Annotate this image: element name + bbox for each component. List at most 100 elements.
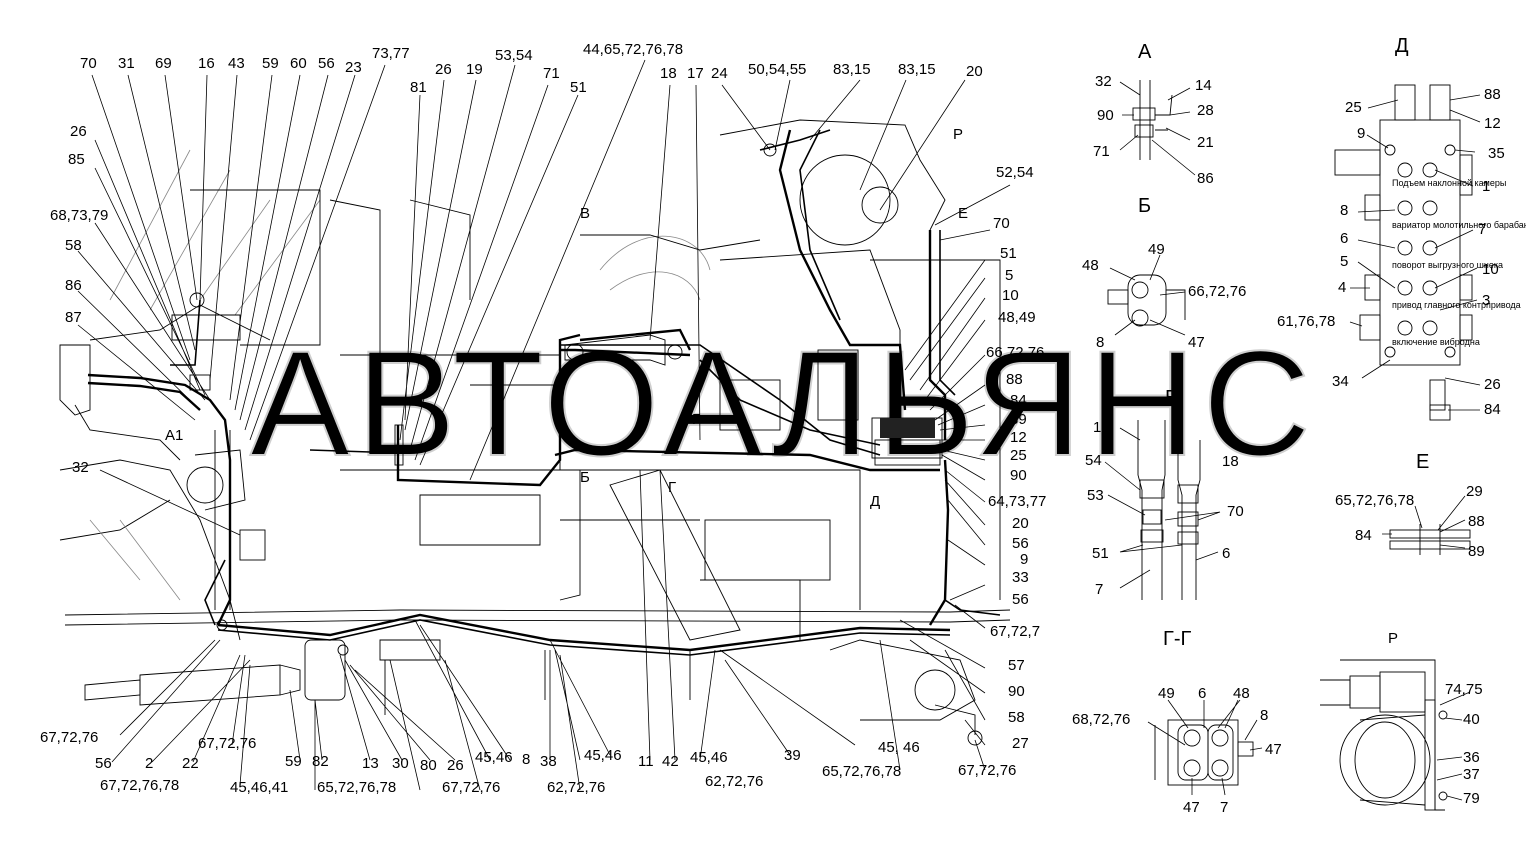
main-label: 67,72,76 — [198, 735, 256, 752]
view-b-label: 47 — [1188, 334, 1205, 351]
main-label: 31 — [118, 55, 135, 72]
main-label: 38 — [540, 753, 557, 770]
main-label: 39 — [784, 747, 801, 764]
main-label: 45,46 — [690, 749, 728, 766]
main-label: 53,54 — [495, 47, 533, 64]
view-gg-label: 8 — [1260, 707, 1268, 724]
main-label: 22 — [182, 755, 199, 772]
view-v-label: 70 — [1227, 503, 1244, 520]
main-label: 67,72,76,78 — [100, 777, 179, 794]
main-label: В — [580, 205, 590, 222]
main-label: Е — [958, 205, 968, 222]
view-b-label: 8 — [1096, 334, 1104, 351]
main-label: 62,72,76 — [547, 779, 605, 796]
main-label: 45,46,41 — [230, 779, 288, 796]
main-label: 73,77 — [372, 45, 410, 62]
view-r-label: 37 — [1463, 766, 1480, 783]
main-label: 65,72,76,78 — [317, 779, 396, 796]
main-label: 8 — [522, 751, 530, 768]
valve-caption: вариатор молотильного барабана — [1392, 220, 1526, 230]
main-label: 50,54,55 — [748, 61, 806, 78]
main-label: 45, 46 — [878, 739, 920, 756]
view-gg-label: 48 — [1233, 685, 1250, 702]
valve-caption: привод главного контрпривода — [1392, 300, 1521, 310]
main-label: 70 — [80, 55, 97, 72]
main-label: 2 — [145, 755, 153, 772]
main-label: 56 — [1012, 535, 1029, 552]
main-label: 83,15 — [833, 61, 871, 78]
main-label: 68,73,79 — [50, 207, 108, 224]
view-d-label: 10 — [1482, 261, 1499, 278]
view-e-label: 89 — [1468, 543, 1485, 560]
view-a-label: 21 — [1197, 134, 1214, 151]
view-d-label: 61,76,78 — [1277, 313, 1335, 330]
view-title: Г-Г — [1163, 628, 1191, 650]
main-label: 26 — [435, 61, 452, 78]
view-e-label: 29 — [1466, 483, 1483, 500]
view-d-label: 25 — [1345, 99, 1362, 116]
main-label: 52,54 — [996, 164, 1034, 181]
view-e: Е 65,72,76,78 29 84 88 89 — [1335, 451, 1485, 560]
view-v: В 18 54 18 53 70 51 6 7 — [1085, 387, 1244, 600]
main-label: 56 — [1012, 591, 1029, 608]
main-label: 84 — [1010, 392, 1027, 409]
view-d-label: 8 — [1340, 202, 1348, 219]
view-e-label: 88 — [1468, 513, 1485, 530]
main-label: Р — [953, 126, 963, 143]
main-label: 26 — [447, 757, 464, 774]
main-label: 59 — [262, 55, 279, 72]
view-d-label: 35 — [1488, 145, 1505, 162]
view-r-label: 79 — [1463, 790, 1480, 807]
view-d-label: 84 — [1484, 401, 1501, 418]
main-label: 19 — [466, 61, 483, 78]
main-label: 67,72,76 — [958, 762, 1016, 779]
view-a-label: 32 — [1095, 73, 1112, 90]
view-gg-label: 47 — [1265, 741, 1282, 758]
main-label: 57 — [1008, 657, 1025, 674]
view-r-label: 74,75 — [1445, 681, 1483, 698]
main-label: 80 — [420, 757, 437, 774]
view-d-label: 1 — [1482, 178, 1490, 195]
view-r-label: 40 — [1463, 711, 1480, 728]
main-label: 51 — [1000, 245, 1017, 262]
main-label: 51 — [570, 79, 587, 96]
main-label: 58 — [65, 237, 82, 254]
main-label: 56 — [318, 55, 335, 72]
main-label: 43 — [228, 55, 245, 72]
view-v-label: 6 — [1222, 545, 1230, 562]
view-v-label: 51 — [1092, 545, 1109, 562]
view-title: А — [1138, 41, 1152, 63]
view-gg: Г-Г 49 6 48 68,72,76 8 47 47 7 — [1072, 628, 1282, 816]
view-r: Р 74,75 40 36 37 79 — [1320, 630, 1483, 811]
main-label: 89 — [1010, 411, 1027, 428]
main-label: 62,72,76 — [705, 773, 763, 790]
main-label: 44,65,72,76,78 — [583, 41, 683, 58]
view-b: Б 48 49 66,72,76 8 47 — [1082, 195, 1246, 351]
main-label: 27 — [1012, 735, 1029, 752]
main-label: 85 — [68, 151, 85, 168]
main-label: 64,73,77 — [988, 493, 1046, 510]
view-v-label: 54 — [1085, 452, 1102, 469]
view-gg-label: 6 — [1198, 685, 1206, 702]
view-d-label: 3 — [1482, 292, 1490, 309]
main-components — [189, 143, 943, 656]
main-label: Г — [668, 479, 676, 496]
view-title: Р — [1388, 630, 1398, 647]
view-d-label: 34 — [1332, 373, 1349, 390]
view-title: Б — [1138, 195, 1151, 217]
main-label: 69 — [155, 55, 172, 72]
view-b-label: 49 — [1148, 241, 1165, 258]
view-b-label: 66,72,76 — [1188, 283, 1246, 300]
main-label: 20 — [966, 63, 983, 80]
view-a: А 32 14 90 28 21 71 86 — [1093, 41, 1214, 187]
main-label: 17 — [687, 65, 704, 82]
main-label: 16 — [198, 55, 215, 72]
main-label: 82 — [312, 753, 329, 770]
view-v-label: 18 — [1222, 453, 1239, 470]
view-e-label: 84 — [1355, 527, 1372, 544]
main-label: 58 — [1008, 709, 1025, 726]
main-label: 32 — [72, 459, 89, 476]
main-label: 42 — [662, 753, 679, 770]
main-label: 67,72,7 — [990, 623, 1040, 640]
